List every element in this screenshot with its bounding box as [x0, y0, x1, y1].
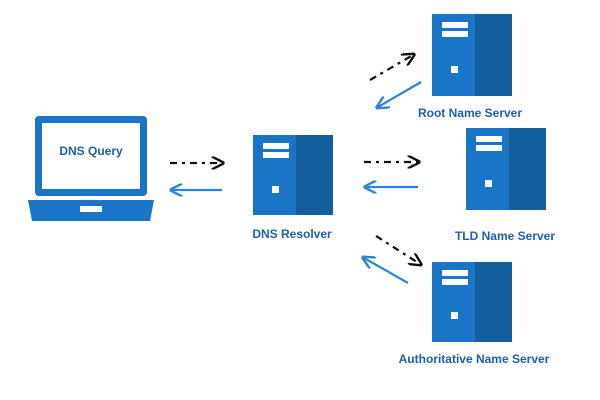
client-label: DNS Query: [59, 144, 123, 158]
response-arrow-authoritative-to-resolver: [364, 258, 409, 284]
laptop-icon: [28, 116, 154, 221]
tld-server-icon: [466, 128, 546, 210]
root-server-label: Root Name Server: [418, 106, 522, 120]
tld-server-label: TLD Name Server: [455, 229, 555, 243]
root-server-icon: [432, 14, 512, 96]
query-arrow-resolver-to-root: [369, 55, 413, 81]
query-arrow-resolver-to-authoritative: [375, 235, 420, 264]
authoritative-server-label: Authoritative Name Server: [399, 352, 550, 366]
response-arrow-root-to-resolver: [378, 81, 422, 107]
authoritative-server-icon: [432, 262, 512, 342]
resolver-label: DNS Resolver: [252, 227, 332, 241]
resolver-server-icon: [253, 135, 333, 215]
